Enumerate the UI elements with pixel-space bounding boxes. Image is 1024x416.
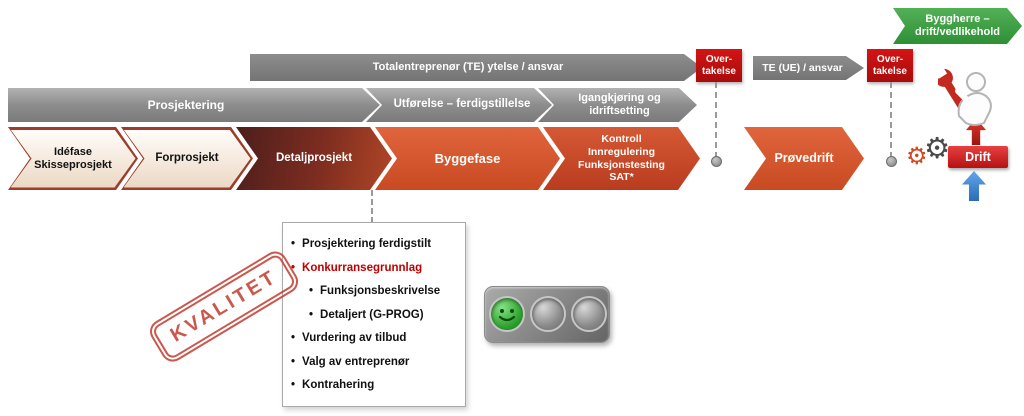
callout-item-text: Vurdering av tilbud — [302, 332, 407, 344]
chevron-detaljprosjekt: Detaljprosjekt — [236, 127, 392, 190]
overtakelse-left-connector — [715, 82, 717, 158]
bullet-icon: • — [309, 285, 314, 297]
bullet-icon: • — [309, 308, 314, 321]
gear-dark-icon: ⚙ — [924, 131, 950, 165]
phase-bar-igangkjoring: Igangkjøring og idriftsetting — [538, 88, 697, 122]
overtakelse-left-box: Over- takelse — [696, 49, 742, 82]
drift-label: Drift — [965, 149, 991, 164]
byggherre-banner: Byggherre – drift/vedlikehold — [893, 8, 1022, 44]
phase-bar-utforelse: Utførelse – ferdigstillelse — [366, 88, 552, 122]
callout-item: • Prosjektering ferdigstilt — [291, 233, 457, 257]
callout-item: • Kontrahering — [291, 374, 457, 398]
bullet-icon: • — [291, 379, 296, 391]
traffic-light-bulb-icon — [571, 296, 607, 332]
bullet-icon: • — [291, 238, 296, 250]
callout-item-text: Funksjonsbeskrivelse — [320, 285, 441, 297]
callout-item-text: Prosjektering ferdigstilt — [302, 238, 432, 250]
chevron-detaljprosjekt-label: Detaljprosjekt — [275, 151, 353, 164]
chevron-forprosjekt-fill — [124, 130, 251, 188]
detaljprosjekt-callout-connector — [371, 190, 373, 223]
phase-bar-igangkjoring-label: Igangkjøring og idriftsetting — [578, 92, 661, 117]
phase-bar-prosjektering-label: Prosjektering — [147, 97, 225, 112]
te-responsibility-label: Totalentreprenør (TE) ytelse / ansvar — [372, 61, 564, 74]
callout-item: • Funksjonsbeskrivelse — [309, 280, 457, 304]
chevron-forprosjekt-label: Forprosjekt — [155, 151, 219, 164]
traffic-light-bulb-icon — [530, 296, 566, 332]
callout-item: • Vurdering av tilbud — [291, 327, 457, 351]
chevron-provedrift: Prøvedrift — [744, 127, 864, 190]
bullet-icon: • — [291, 332, 296, 344]
overtakelse-right-connector — [890, 82, 892, 158]
byggherre-banner-label: Byggherre – drift/vedlikehold — [915, 13, 1000, 38]
chevron-kontroll: Kontroll Innregulering Funksjonstesting … — [543, 127, 700, 190]
chevron-byggefase-label: Byggefase — [434, 150, 501, 166]
callout-item-text: Konkurransegrunnlag — [302, 261, 423, 274]
callout-item: • Valg av entreprenør — [291, 351, 457, 375]
chevron-forprosjekt: Forprosjekt — [121, 127, 253, 190]
te-ue-bar: TE (UE) / ansvar — [753, 56, 864, 80]
overtakelse-right-label: Over- takelse — [873, 53, 907, 77]
overtakelse-left-label: Over- takelse — [702, 53, 736, 77]
traffic-light-green-smiley-icon — [489, 296, 525, 332]
bullet-icon: • — [291, 261, 296, 274]
te-responsibility-bar: Totalentreprenør (TE) ytelse / ansvar — [250, 54, 702, 81]
phase-bar-prosjektering: Prosjektering — [8, 88, 380, 122]
kvalitet-stamp: KVALITET — [147, 240, 302, 373]
gear-orange-icon: ⚙ — [906, 142, 928, 170]
callout-item-text: Detaljert (G-PROG) — [320, 308, 424, 321]
callout-item: • Detaljert (G-PROG) — [309, 304, 457, 328]
overtakelse-right-connector-dot — [886, 156, 897, 167]
overtakelse-right-box: Over- takelse — [867, 49, 913, 82]
callout-item-text: Kontrahering — [302, 379, 375, 391]
chevron-provedrift-label: Prøvedrift — [774, 151, 834, 166]
chevron-idefase: Idéfase Skisseprosjekt — [8, 127, 138, 190]
phase-bar-utforelse-label: Utførelse – ferdigstillelse — [393, 98, 531, 111]
mechanic-figure-icon — [933, 64, 996, 130]
drift-box: Drift — [948, 146, 1008, 168]
overtakelse-left-connector-dot — [711, 156, 722, 167]
callout-item-text: Valg av entreprenør — [302, 355, 410, 368]
kvalitet-stamp-label: KVALITET — [166, 265, 282, 347]
drift-up-arrow-blue-icon — [962, 171, 986, 201]
detaljprosjekt-callout: • Prosjektering ferdigstilt • Konkurrans… — [282, 222, 466, 407]
te-ue-label: TE (UE) / ansvar — [762, 61, 843, 74]
chevron-byggefase: Byggefase — [375, 127, 560, 190]
bullet-icon: • — [291, 355, 296, 368]
chevron-kontroll-label: Kontroll Innregulering Funksjonstesting … — [578, 132, 665, 184]
traffic-light — [484, 286, 610, 343]
callout-item: • Konkurransegrunnlag — [291, 257, 457, 281]
chevron-idefase-label: Idéfase Skisseprosjekt — [34, 145, 112, 171]
